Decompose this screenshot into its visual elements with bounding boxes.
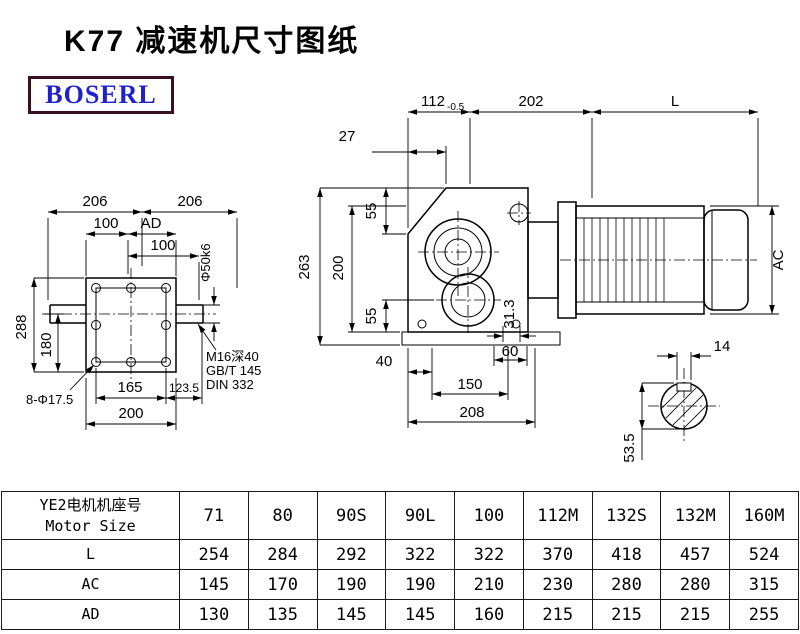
- dim-288: 288: [13, 314, 30, 339]
- table-size-cell: 112M: [522, 491, 593, 540]
- table-value-cell: 322: [454, 539, 524, 570]
- table-value-cell: 255: [729, 599, 799, 630]
- table-value-cell: 284: [247, 539, 318, 570]
- dim-150: 150: [457, 376, 482, 393]
- table-value-cell: 457: [660, 539, 731, 570]
- table-size-cell: 160M: [729, 491, 799, 540]
- dim-53-5: 53.5: [621, 433, 638, 462]
- table-value-cell: 524: [729, 539, 799, 570]
- table-row-label: AD: [1, 599, 180, 630]
- table-value-cell: 370: [522, 539, 593, 570]
- table-value-cell: 210: [454, 569, 524, 600]
- table-value-cell: 280: [591, 569, 662, 600]
- dim-40: 40: [376, 353, 393, 370]
- table-header-cn: YE2电机机座号: [39, 495, 142, 514]
- dim-bolt-holes: 8-Φ17.5: [26, 392, 73, 407]
- table-row-AC: AC 145 170 190 190 210 230 280 280 315: [1, 569, 799, 600]
- dimension-drawing: 112 -0.5 202 L 27 55 263 200 55 31.3 40 …: [13, 93, 787, 463]
- dim-123-5: 123.5: [169, 381, 199, 395]
- dim-shaft-diameter: Φ50k6: [198, 243, 213, 282]
- dim-202: 202: [518, 93, 543, 110]
- table-row-label: L: [1, 539, 180, 570]
- table-size-cell: 71: [179, 491, 249, 540]
- dim-208: 208: [459, 404, 484, 421]
- table-value-cell: 322: [385, 539, 456, 570]
- dim-112: 112: [421, 93, 445, 110]
- page-title: K77 减速机尺寸图纸: [64, 25, 360, 58]
- dim-100-lower: 100: [150, 237, 175, 254]
- table-row-AD: AD 130 135 145 145 160 215 215 215 255: [1, 599, 799, 630]
- dim-55-top: 55: [363, 203, 380, 220]
- table-value-cell: 230: [522, 569, 593, 600]
- table-header-motor-size: YE2电机机座号 Motor Size: [1, 491, 180, 540]
- shaft-section-view: 14 53.5: [621, 338, 731, 463]
- dim-60: 60: [502, 343, 519, 360]
- table-value-cell: 135: [247, 599, 318, 630]
- motor-size-table: YE2电机机座号 Motor Size 71 80 90S 90L 100 11…: [1, 491, 799, 630]
- table-size-cell: 80: [247, 491, 318, 540]
- table-size-cell: 100: [454, 491, 524, 540]
- dim-AC: AC: [770, 249, 787, 270]
- table-row-L: L 254 284 292 322 322 370 418 457 524: [1, 539, 799, 570]
- dim-112-tolerance: -0.5: [447, 102, 465, 113]
- dim-200-vertical: 200: [330, 255, 347, 280]
- table-value-cell: 190: [316, 569, 387, 600]
- dim-27: 27: [339, 128, 356, 145]
- table-value-cell: 190: [385, 569, 456, 600]
- table-size-cell: 90L: [385, 491, 456, 540]
- front-view-dimensions: 206 206 100 AD 100 Φ50k6 288 180 165 123…: [13, 193, 261, 430]
- note-tap-m16: M16深40: [206, 349, 259, 364]
- dim-14: 14: [714, 338, 731, 355]
- side-view-centerlines: [418, 201, 757, 333]
- table-size-cell: 90S: [316, 491, 387, 540]
- table-value-cell: 170: [247, 569, 318, 600]
- boserl-logo-text: BOSERL: [45, 80, 157, 109]
- dim-100-upper: 100: [93, 215, 118, 232]
- dim-165: 165: [117, 379, 142, 396]
- table-value-cell: 280: [660, 569, 731, 600]
- dim-AD: AD: [141, 215, 162, 232]
- table-value-cell: 292: [316, 539, 387, 570]
- table-header-en: Motor Size: [45, 516, 136, 535]
- note-gbt-145: GB/T 145: [206, 363, 261, 378]
- front-view-gearbox: [42, 268, 216, 382]
- dim-31-3: 31.3: [501, 299, 518, 328]
- side-view-gearbox: [401, 187, 561, 346]
- dim-L: L: [671, 93, 679, 110]
- table-value-cell: 215: [660, 599, 731, 630]
- side-view-dimensions: 112 -0.5 202 L 27 55 263 200 55 31.3 40 …: [296, 93, 787, 428]
- dim-55-bottom: 55: [363, 308, 380, 325]
- table-value-cell: 145: [316, 599, 387, 630]
- table-value-cell: 254: [179, 539, 249, 570]
- table-value-cell: 145: [385, 599, 456, 630]
- table-size-cell: 132S: [591, 491, 662, 540]
- dim-206-right: 206: [177, 193, 202, 210]
- table-value-cell: 315: [729, 569, 799, 600]
- table-size-cell: 132M: [660, 491, 731, 540]
- dim-180: 180: [38, 332, 55, 357]
- table-value-cell: 130: [179, 599, 249, 630]
- boserl-logo: BOSERL: [28, 76, 174, 114]
- table-row-label: AC: [1, 569, 180, 600]
- dim-263: 263: [296, 254, 313, 279]
- table-value-cell: 418: [591, 539, 662, 570]
- dim-206-left: 206: [82, 193, 107, 210]
- table-row-header: YE2电机机座号 Motor Size 71 80 90S 90L 100 11…: [1, 491, 799, 540]
- table-value-cell: 215: [591, 599, 662, 630]
- dim-200-bottom: 200: [118, 405, 143, 422]
- note-din-332: DIN 332: [206, 377, 254, 392]
- table-value-cell: 145: [179, 569, 249, 600]
- table-value-cell: 160: [454, 599, 524, 630]
- table-value-cell: 215: [522, 599, 593, 630]
